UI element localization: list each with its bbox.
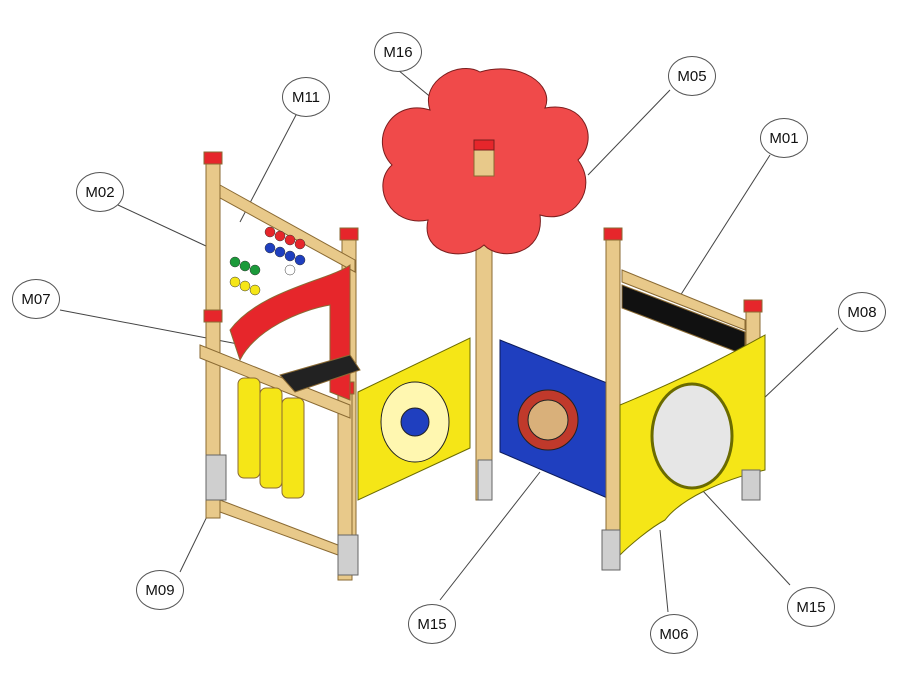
flower-roof [381, 67, 589, 501]
maze-panel [499, 339, 613, 501]
callout-m05: M05 [668, 56, 716, 96]
clock-panel [357, 337, 471, 501]
left-tower [199, 151, 361, 581]
callout-m09: M09 [136, 570, 184, 610]
callout-m15-center: M15 [408, 604, 456, 644]
callout-m11: M11 [282, 77, 330, 117]
callout-m01: M01 [760, 118, 808, 158]
callout-m08: M08 [838, 292, 886, 332]
callout-m15-right: M15 [787, 587, 835, 627]
right-panel [601, 227, 766, 571]
callout-m02: M02 [76, 172, 124, 212]
callout-m16: M16 [374, 32, 422, 72]
leader-lines [59, 69, 839, 613]
callout-m06: M06 [650, 614, 698, 654]
callout-m07: M07 [12, 279, 60, 319]
